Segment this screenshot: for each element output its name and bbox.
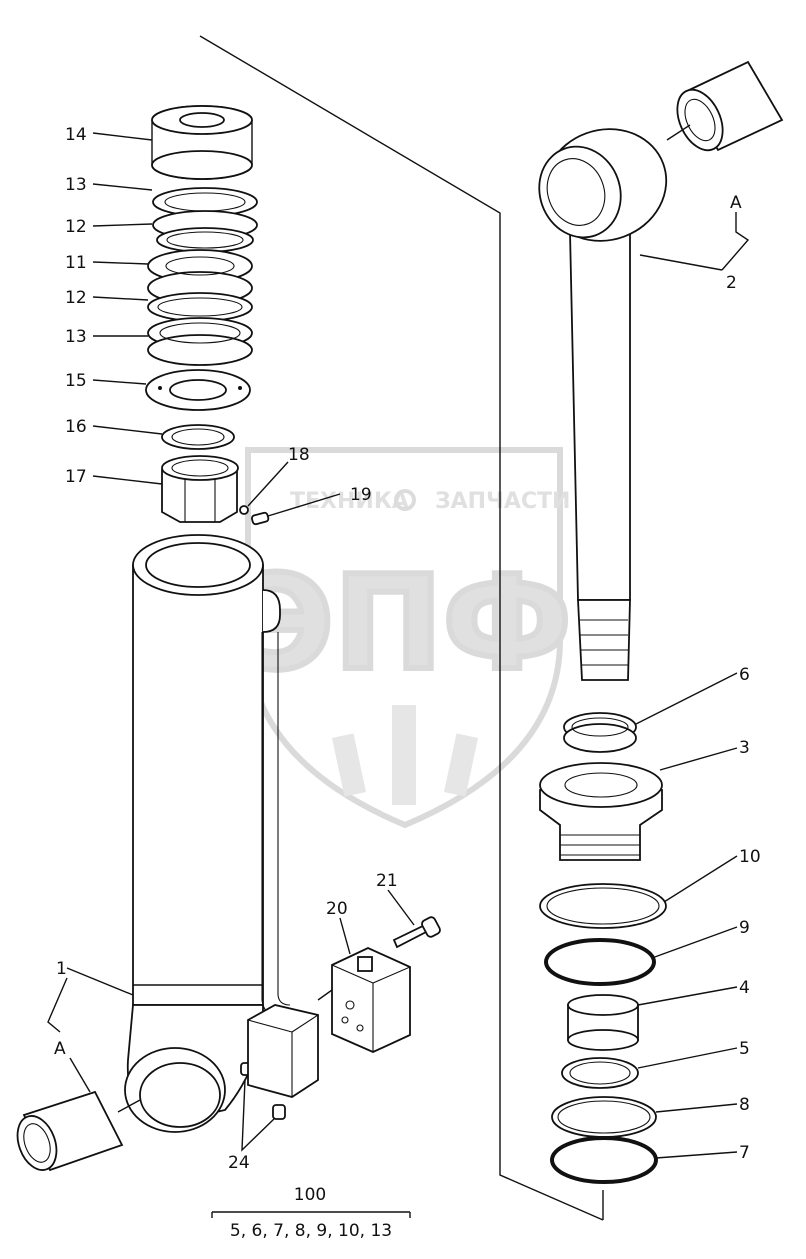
label-part-19: 19 [350,485,372,505]
label-part-17: 17 [65,467,87,487]
watermark-tower-right [444,733,478,797]
part-1-cylinder-tube [124,534,291,1133]
leader-lines [47,124,750,1159]
part-9-o-ring [544,938,656,986]
label-part-13-upper: 13 [65,175,87,195]
part-4-bushing [567,994,639,1051]
part-13-seal-lower [147,317,253,366]
label-part-5: 5 [739,1039,750,1059]
part-2-piston-rod [538,128,668,681]
label-part-10: 10 [739,847,761,867]
part-18-ball [239,505,249,515]
part-12-ring-upper [156,227,254,253]
part-16-ring [161,424,235,450]
label-part-15: 15 [65,371,87,391]
part-labels: 14 13 12 11 12 13 15 16 17 18 19 A 2 6 3… [54,125,761,1173]
label-part-13-lower: 13 [65,327,87,347]
bushing-a-lower [16,1090,124,1172]
label-part-18: 18 [288,445,310,465]
watermark-tower-center [392,705,416,805]
label-part-14: 14 [65,125,87,145]
label-part-3: 3 [739,738,750,758]
label-part-6: 6 [739,665,750,685]
watermark: ТЕХНИКА ЗАПЧАСТИ ЭПФ [235,447,575,829]
watermark-logo: ЭПФ [238,547,571,699]
part-8-ring [551,1096,657,1138]
label-part-4: 4 [739,978,750,998]
part-12-ring-lower [147,292,253,322]
label-part-a-bottom: A [54,1039,66,1059]
label-part-21: 21 [376,871,398,891]
label-part-12-lower: 12 [65,288,87,308]
kit-contents: 5, 6, 7, 8, 9, 10, 13 [230,1221,392,1241]
watermark-tower-left [332,733,366,797]
part-6-ring [563,712,637,753]
kit-number: 100 [294,1185,326,1205]
label-part-1: 1 [56,959,67,979]
watermark-text-right: ЗАПЧАСТИ [435,489,570,514]
part-5-ring [561,1057,639,1089]
label-part-8: 8 [739,1095,750,1115]
part-15-plate [145,369,251,411]
part-21-bolt [392,916,441,949]
bushing-a-upper [676,60,784,152]
label-part-9: 9 [739,918,750,938]
label-part-12-upper: 12 [65,217,87,237]
part-3-gland [539,762,663,861]
part-7-o-ring [550,1136,658,1184]
part-17-nut [161,455,239,523]
label-part-24: 24 [228,1153,250,1173]
watermark-gear-icon [394,489,416,511]
watermark-text-left: ТЕХНИКА [290,489,409,514]
label-part-a-top: A [730,193,742,213]
part-20-valve-block [331,947,411,1053]
kit-label: 100 5, 6, 7, 8, 9, 10, 13 [211,1185,411,1241]
part-14-washer [150,105,254,180]
part-10-ring [539,883,667,929]
label-part-16: 16 [65,417,87,437]
label-part-2: 2 [726,273,737,293]
label-part-7: 7 [739,1143,750,1163]
label-part-20: 20 [326,899,348,919]
part-19-set-screw [251,511,270,526]
assembly-lines [199,35,604,1221]
label-part-11: 11 [65,253,87,273]
hose-block [247,1004,319,1098]
